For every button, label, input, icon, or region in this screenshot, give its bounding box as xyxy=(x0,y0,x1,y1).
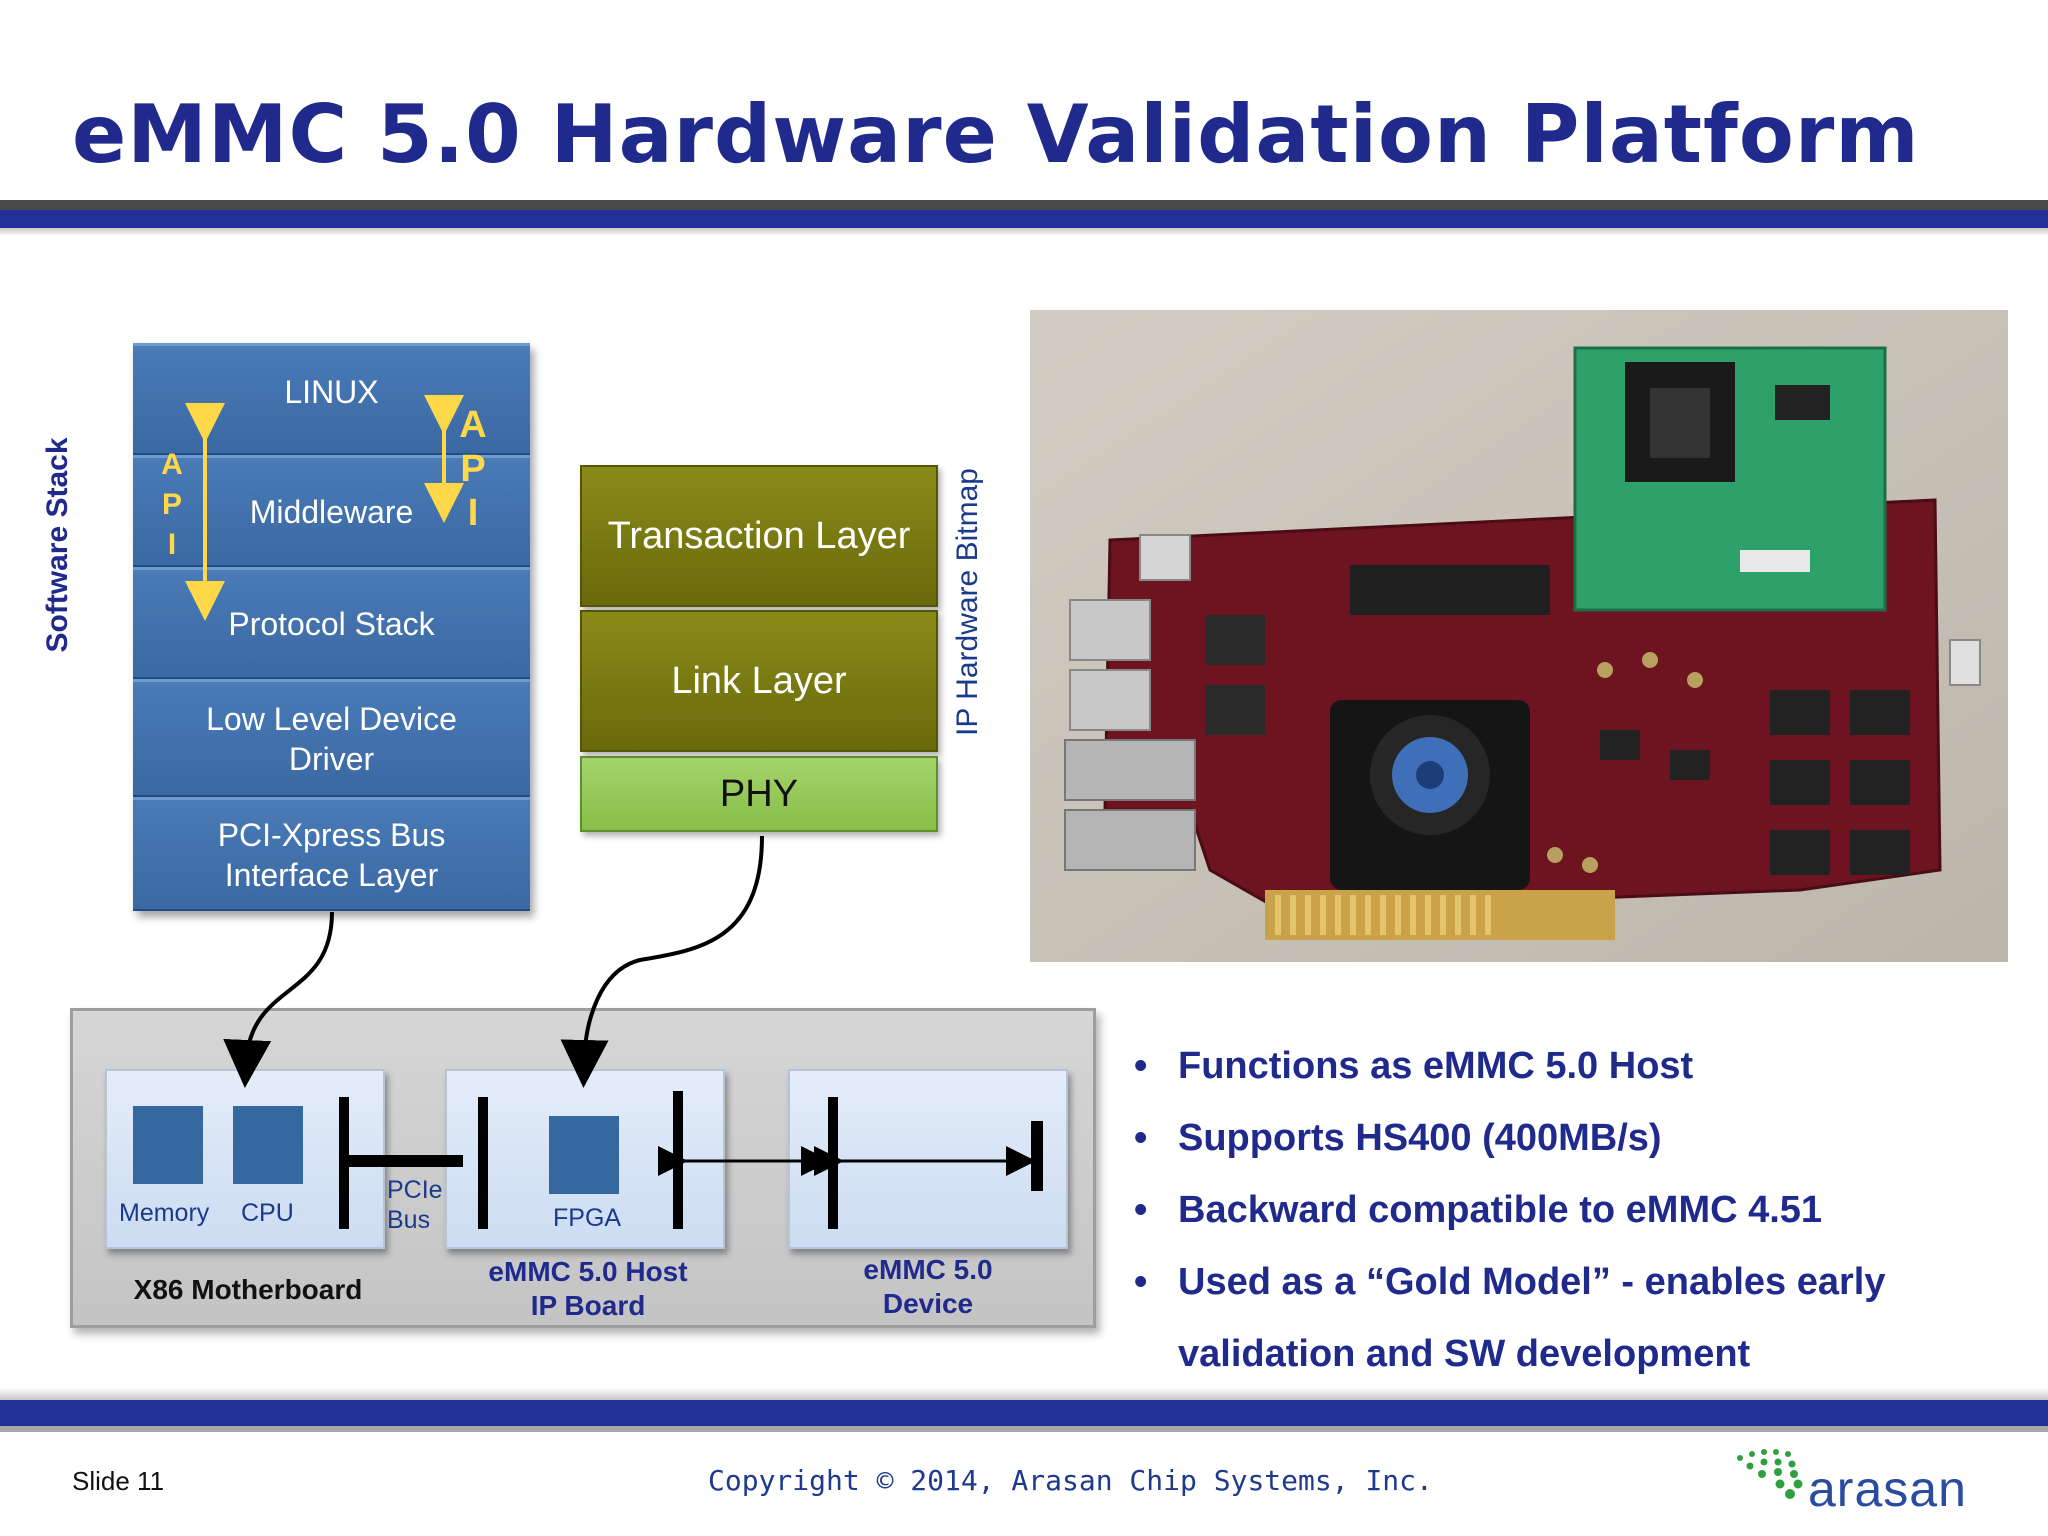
link-layer: Link Layer xyxy=(580,610,938,752)
memory-label: Memory xyxy=(119,1199,210,1227)
api-right-letter-i: I xyxy=(467,492,479,534)
api-left-letter-p: P xyxy=(161,488,182,521)
pcie-bus-label: PCIe Bus xyxy=(387,1175,443,1235)
board-illustration xyxy=(1030,310,2008,962)
device-caption-line2: Device xyxy=(882,1288,974,1319)
bullet-dot: • xyxy=(1134,1117,1148,1159)
api-right-label: A P I xyxy=(451,403,495,535)
phy-arrow xyxy=(560,835,764,1088)
software-stack-arrow xyxy=(223,911,334,1088)
layer-pci-xpress: PCI-Xpress Bus Interface Layer xyxy=(133,797,530,911)
bullet-text: Functions as eMMC 5.0 Host xyxy=(1178,1045,1694,1087)
api-left-label: A P I xyxy=(159,445,185,565)
emmc-device-caption: eMMC 5.0 Device xyxy=(788,1253,1068,1321)
slide-number: Slide 11 xyxy=(72,1466,165,1496)
host-caption-line1: eMMC 5.0 Host xyxy=(488,1256,688,1287)
bullet-item: • Supports HS400 (400MB/s) xyxy=(1130,1102,2010,1174)
phy-layer: PHY xyxy=(580,756,938,832)
layer-low-level-driver: Low Level Device Driver xyxy=(133,679,530,797)
header-divider-blue xyxy=(0,210,2048,228)
api-right-letter-p: P xyxy=(460,448,486,490)
memory-chip xyxy=(133,1106,203,1184)
bullet-text: Backward compatible to eMMC 4.51 xyxy=(1178,1189,1823,1231)
layer-middleware-label: Middleware xyxy=(249,493,414,530)
fpga-label: FPGA xyxy=(553,1204,622,1232)
header-divider-shadow xyxy=(0,228,2048,236)
host-bus-bar-left xyxy=(478,1097,488,1229)
cpu-chip xyxy=(233,1106,303,1184)
x86-motherboard-caption: X86 Motherboard xyxy=(133,1274,363,1305)
footer-divider-gray xyxy=(0,1426,2048,1432)
host-caption-line2: IP Board xyxy=(530,1290,646,1321)
layer-pci-xpress-line2: Interface Layer xyxy=(224,856,439,893)
slide-title: eMMC 5.0 Hardware Validation Platform xyxy=(72,88,1920,181)
emmc-host-ip-board-caption: eMMC 5.0 Host IP Board xyxy=(433,1255,743,1323)
bullet-item: • Functions as eMMC 5.0 Host xyxy=(1130,1030,2010,1102)
feature-list: • Functions as eMMC 5.0 Host • Supports HS… xyxy=(1130,1030,2010,1390)
phy-layer-label: PHY xyxy=(719,772,799,815)
bullet-dot: • xyxy=(1134,1261,1148,1303)
transaction-layer: Transaction Layer xyxy=(580,465,938,607)
api-right-letter-a: A xyxy=(459,404,487,446)
layer-pci-xpress-line1: PCI-Xpress Bus xyxy=(217,816,446,853)
footer-divider xyxy=(0,1400,2048,1426)
layer-protocol-stack-label: Protocol Stack xyxy=(228,605,435,642)
cpu-label: CPU xyxy=(241,1199,294,1227)
api-left-letter-i: I xyxy=(167,528,177,561)
pcie-bus-line2: Bus xyxy=(387,1206,431,1234)
bullet-text: Used as a “Gold Model” - enables early v… xyxy=(1178,1261,1886,1375)
transaction-layer-label: Transaction Layer xyxy=(607,514,911,557)
layer-low-level-driver-line1: Low Level Device xyxy=(206,700,457,737)
bullet-text: Supports HS400 (400MB/s) xyxy=(1178,1117,1662,1159)
bus-connections xyxy=(339,1091,1043,1229)
bullet-item: • Backward compatible to eMMC 4.51 xyxy=(1130,1174,2010,1246)
layer-low-level-driver-line2: Driver xyxy=(288,740,375,777)
api-left-letter-a: A xyxy=(161,448,183,481)
layer-linux-label: LINUX xyxy=(284,374,379,410)
software-stack: LINUX Middleware Protocol Stack Low Leve… xyxy=(133,343,530,911)
hardware-board-photo xyxy=(1030,310,2008,962)
copyright-notice: Copyright © 2014, Arasan Chip Systems, I… xyxy=(708,1464,1433,1497)
device-bus-bar-right xyxy=(1031,1121,1043,1191)
arasan-logo-text: arasan xyxy=(1808,1461,1967,1517)
bullet-dot: • xyxy=(1134,1189,1148,1231)
pcie-bus-line1: PCIe xyxy=(387,1176,443,1204)
x86-motherboard-board: Memory CPU xyxy=(105,1069,385,1249)
device-caption-line1: eMMC 5.0 xyxy=(863,1254,993,1285)
api-arrows xyxy=(185,395,464,621)
bullet-item: • Used as a “Gold Model” - enables early … xyxy=(1130,1246,2010,1390)
arasan-logo-dots-icon xyxy=(1737,1449,1803,1499)
pcie-bus-link xyxy=(343,1155,463,1167)
link-layer-label: Link Layer xyxy=(671,659,847,702)
footer-divider-shadow xyxy=(0,1388,2048,1400)
bullet-dot: • xyxy=(1134,1045,1148,1087)
fpga-chip xyxy=(549,1116,619,1194)
header-divider xyxy=(0,200,2048,210)
